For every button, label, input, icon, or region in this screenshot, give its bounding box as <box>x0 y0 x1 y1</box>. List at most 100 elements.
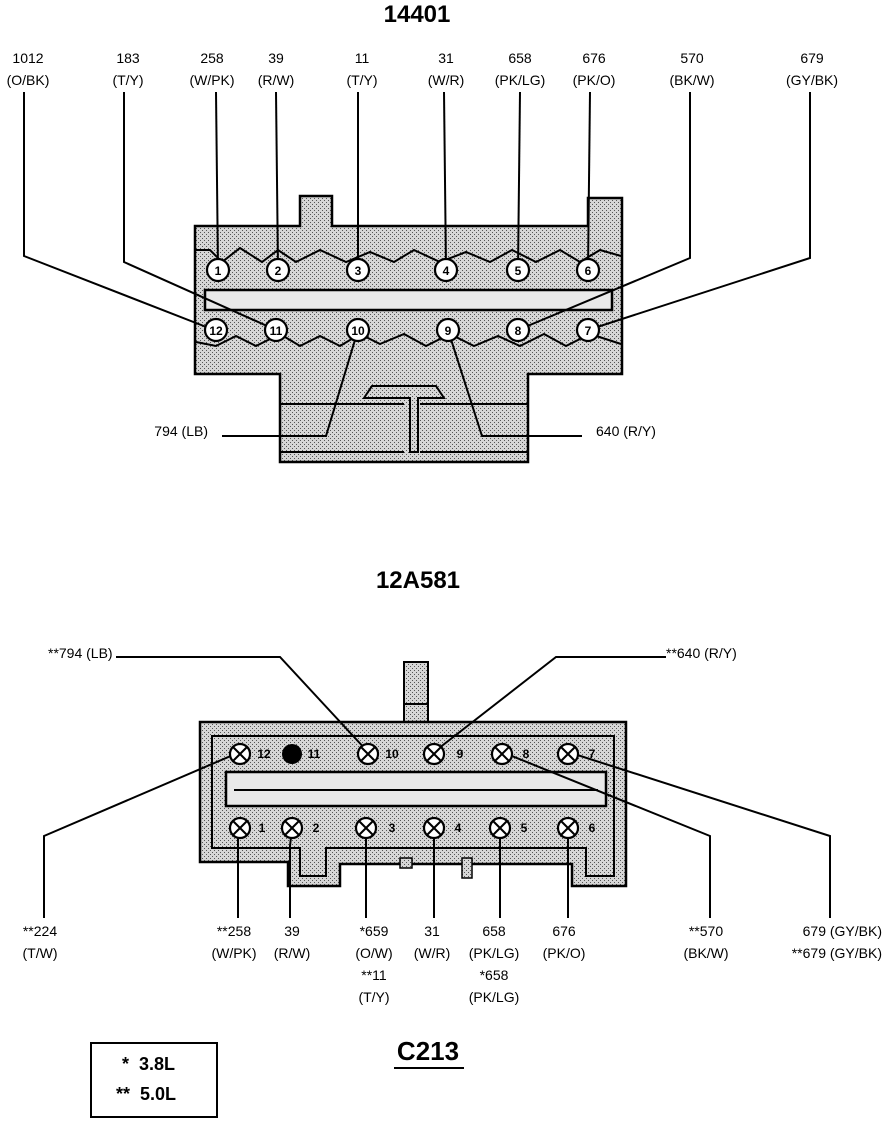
c213-pin-label-3: 3 <box>389 821 396 835</box>
pin-9 <box>435 317 461 343</box>
pin-x-icon <box>228 742 252 766</box>
wire-label-line: (PK/LG) <box>469 989 520 1005</box>
wire-label-line: 679 (GY/BK) <box>803 923 882 939</box>
legend-line-5-0l: ** 5.0L <box>116 1084 177 1104</box>
pin-3 <box>345 257 371 283</box>
connector-12A581: 12A581 12 <box>23 567 882 1069</box>
pin-x-icon <box>228 816 252 840</box>
pin-11 <box>263 317 289 343</box>
pin-label-1: 1 <box>215 264 222 278</box>
wire-label-line: **11 <box>361 967 387 983</box>
wire-label-line: **224 <box>23 923 57 939</box>
wire-label-circuit: 679 <box>800 50 824 66</box>
wire-label-line: (W/R) <box>414 945 451 961</box>
pin-label-8: 8 <box>515 324 522 338</box>
wire-31 <box>443 91 447 271</box>
c213-pin-label-4: 4 <box>455 821 462 835</box>
connector-14401-lower-wave <box>195 332 622 348</box>
wire-640 <box>447 329 582 437</box>
wire-label-circuit: 570 <box>680 50 704 66</box>
wire-label-circuit: 31 <box>438 50 454 66</box>
c213-pin-label-5: 5 <box>521 821 528 835</box>
connector-12A581-latch <box>403 661 429 725</box>
wire-640-c213 <box>433 656 666 753</box>
wire-label-640: 640 (R/Y) <box>596 423 656 439</box>
wire-label-line: (W/PK) <box>211 945 256 961</box>
wire-570 <box>517 92 691 331</box>
wire-label-color: (W/R) <box>428 72 465 88</box>
c213-pin-label-11: 11 <box>308 747 321 761</box>
connector-14401-wires <box>23 91 811 437</box>
connector-name-c213: C213 <box>397 1036 459 1066</box>
wire-183 <box>123 92 277 331</box>
pin-x-icon <box>488 816 512 840</box>
pin-label-6: 6 <box>585 264 592 278</box>
wire-label-794-c213: **794 (LB) <box>48 645 113 661</box>
wire-label-line: *659 <box>360 923 389 939</box>
wire-label-color: (T/Y) <box>346 72 377 88</box>
c213-pin-label-6: 6 <box>589 821 596 835</box>
wire-label-circuit: 258 <box>200 50 224 66</box>
pin-2 <box>265 257 291 283</box>
connector-14401-wire-labels: 1012 (O/BK) 183 (T/Y) 258 (W/PK) 39 (R/W… <box>7 50 838 439</box>
wire-label-line: (T/Y) <box>358 989 389 1005</box>
wire-label-circuit: 183 <box>116 50 140 66</box>
pin-x-icon <box>556 742 580 766</box>
pin-7 <box>575 317 601 343</box>
wire-label-line: 39 <box>284 923 300 939</box>
pin-x-icon <box>354 816 378 840</box>
wire-224-c213 <box>43 751 241 918</box>
wire-label-640-c213: **640 (R/Y) <box>666 645 737 661</box>
wire-label-color: (T/Y) <box>112 72 143 88</box>
pin-x-icon <box>422 742 446 766</box>
wire-label-line: (PK/O) <box>543 945 586 961</box>
pin-label-7: 7 <box>585 324 592 338</box>
wire-1012 <box>23 92 215 331</box>
wire-label-line: **679 (GY/BK) <box>792 945 882 961</box>
pin-label-12: 12 <box>209 324 223 338</box>
pin-x-icon <box>490 742 514 766</box>
wire-658 <box>517 91 521 271</box>
legend-line-3-8l: * 3.8L <box>122 1054 176 1074</box>
pin-label-10: 10 <box>351 324 365 338</box>
c213-pin-label-2: 2 <box>313 821 320 835</box>
pin-5 <box>505 257 531 283</box>
wire-570-c213 <box>501 751 711 918</box>
connector-14401-center-slot <box>203 288 614 312</box>
pin-1 <box>205 257 231 283</box>
c213-pin-label-1: 1 <box>259 821 266 835</box>
pin-label-9: 9 <box>445 324 452 338</box>
wire-794 <box>222 329 359 437</box>
c213-pin-label-12: 12 <box>257 747 271 761</box>
wire-label-line: 676 <box>552 923 576 939</box>
connector-12A581-wire-labels: **794 (LB) **640 (R/Y) **224 (T/W) **258… <box>23 645 882 1005</box>
wire-label-794: 794 (LB) <box>154 423 208 439</box>
connector-14401-pins: 1 2 3 4 5 6 12 11 10 9 8 7 <box>203 257 601 343</box>
pin-label-4: 4 <box>443 264 450 278</box>
wire-258 <box>215 91 219 271</box>
connector-12A581-pin-numbers: 12 11 10 9 8 7 1 2 3 4 5 6 <box>257 747 595 835</box>
wire-label-color: (PK/O) <box>573 72 616 88</box>
wire-label-line: (T/W) <box>23 945 58 961</box>
wire-label-circuit: 658 <box>508 50 532 66</box>
pin-label-11: 11 <box>270 324 283 338</box>
pin-4 <box>433 257 459 283</box>
wire-label-color: (R/W) <box>258 72 295 88</box>
wire-label-color: (O/BK) <box>7 72 50 88</box>
wire-label-line: **570 <box>689 923 723 939</box>
wire-679-c213 <box>567 751 831 918</box>
connector-14401: 14401 <box>7 1 838 464</box>
wire-label-line: (O/W) <box>355 945 392 961</box>
engine-legend: * 3.8L ** 5.0L <box>90 1042 218 1118</box>
wire-label-line: 31 <box>424 923 440 939</box>
wire-label-color: (BK/W) <box>669 72 714 88</box>
wire-794-c213 <box>116 656 369 753</box>
wire-label-circuit: 39 <box>268 50 284 66</box>
c213-pin-label-7: 7 <box>589 747 596 761</box>
c213-pin-label-10: 10 <box>385 747 399 761</box>
pin-8 <box>505 317 531 343</box>
wire-676 <box>587 91 591 271</box>
pin-label-5: 5 <box>515 264 522 278</box>
pin-x-icon <box>556 816 580 840</box>
wire-label-circuit: 676 <box>582 50 606 66</box>
